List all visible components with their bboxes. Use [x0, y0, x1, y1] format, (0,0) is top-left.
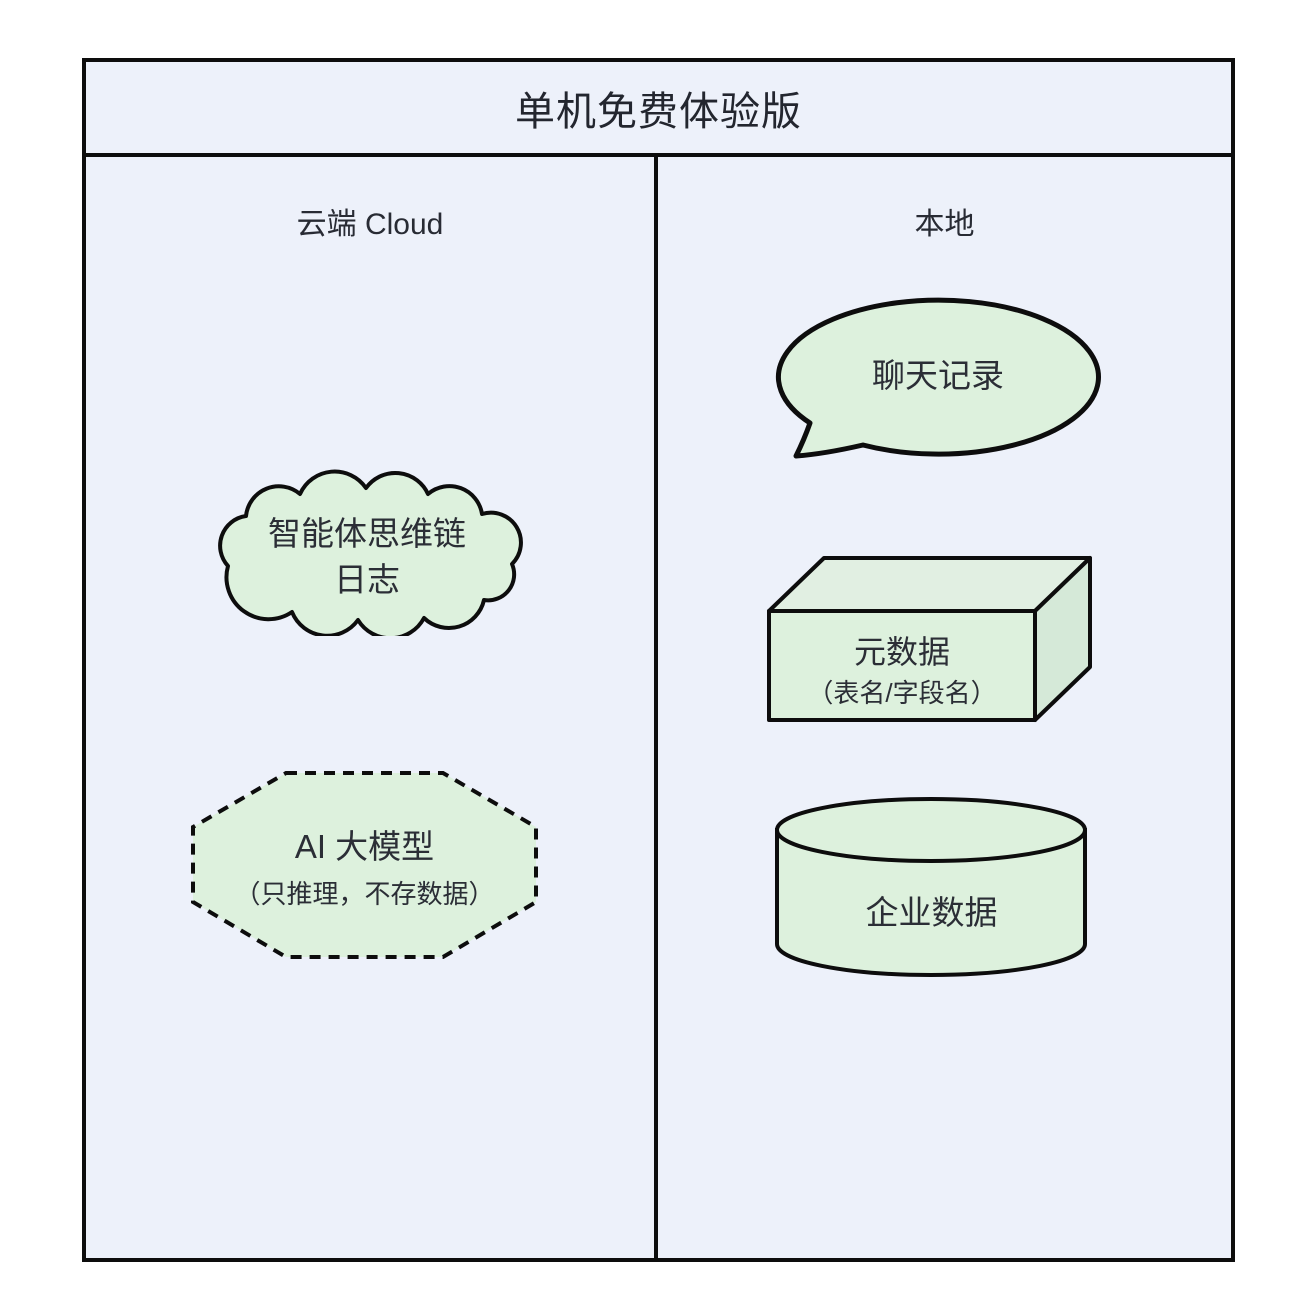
metadata-node: 元数据 （表名/字段名）: [766, 553, 1096, 724]
title-band: 单机免费体验版: [86, 62, 1231, 157]
chat-log-node: 聊天记录: [772, 296, 1104, 468]
local-column: 本地: [658, 157, 1231, 1258]
enterprise-data-node: 企业数据: [774, 796, 1089, 978]
dashed-octagon-shape: [191, 771, 538, 959]
cloud-column-header: 云端 Cloud: [296, 208, 444, 241]
local-column-header: 本地: [914, 208, 975, 241]
ai-model-node: AI 大模型 （只推理，不存数据）: [190, 770, 539, 960]
cloud-column: 云端 Cloud: [86, 157, 658, 1258]
speech-bubble-shape: [775, 297, 1101, 459]
cylinder-shape: [775, 797, 1087, 977]
cloud-shape: [218, 469, 523, 636]
columns-area: 云端 Cloud 本地: [86, 157, 1231, 1258]
diagram-title: 单机免费体验版: [515, 89, 802, 134]
box-3d-shape: [767, 556, 1092, 722]
agent-cot-log-node: 智能体思维链 日志: [188, 468, 546, 636]
